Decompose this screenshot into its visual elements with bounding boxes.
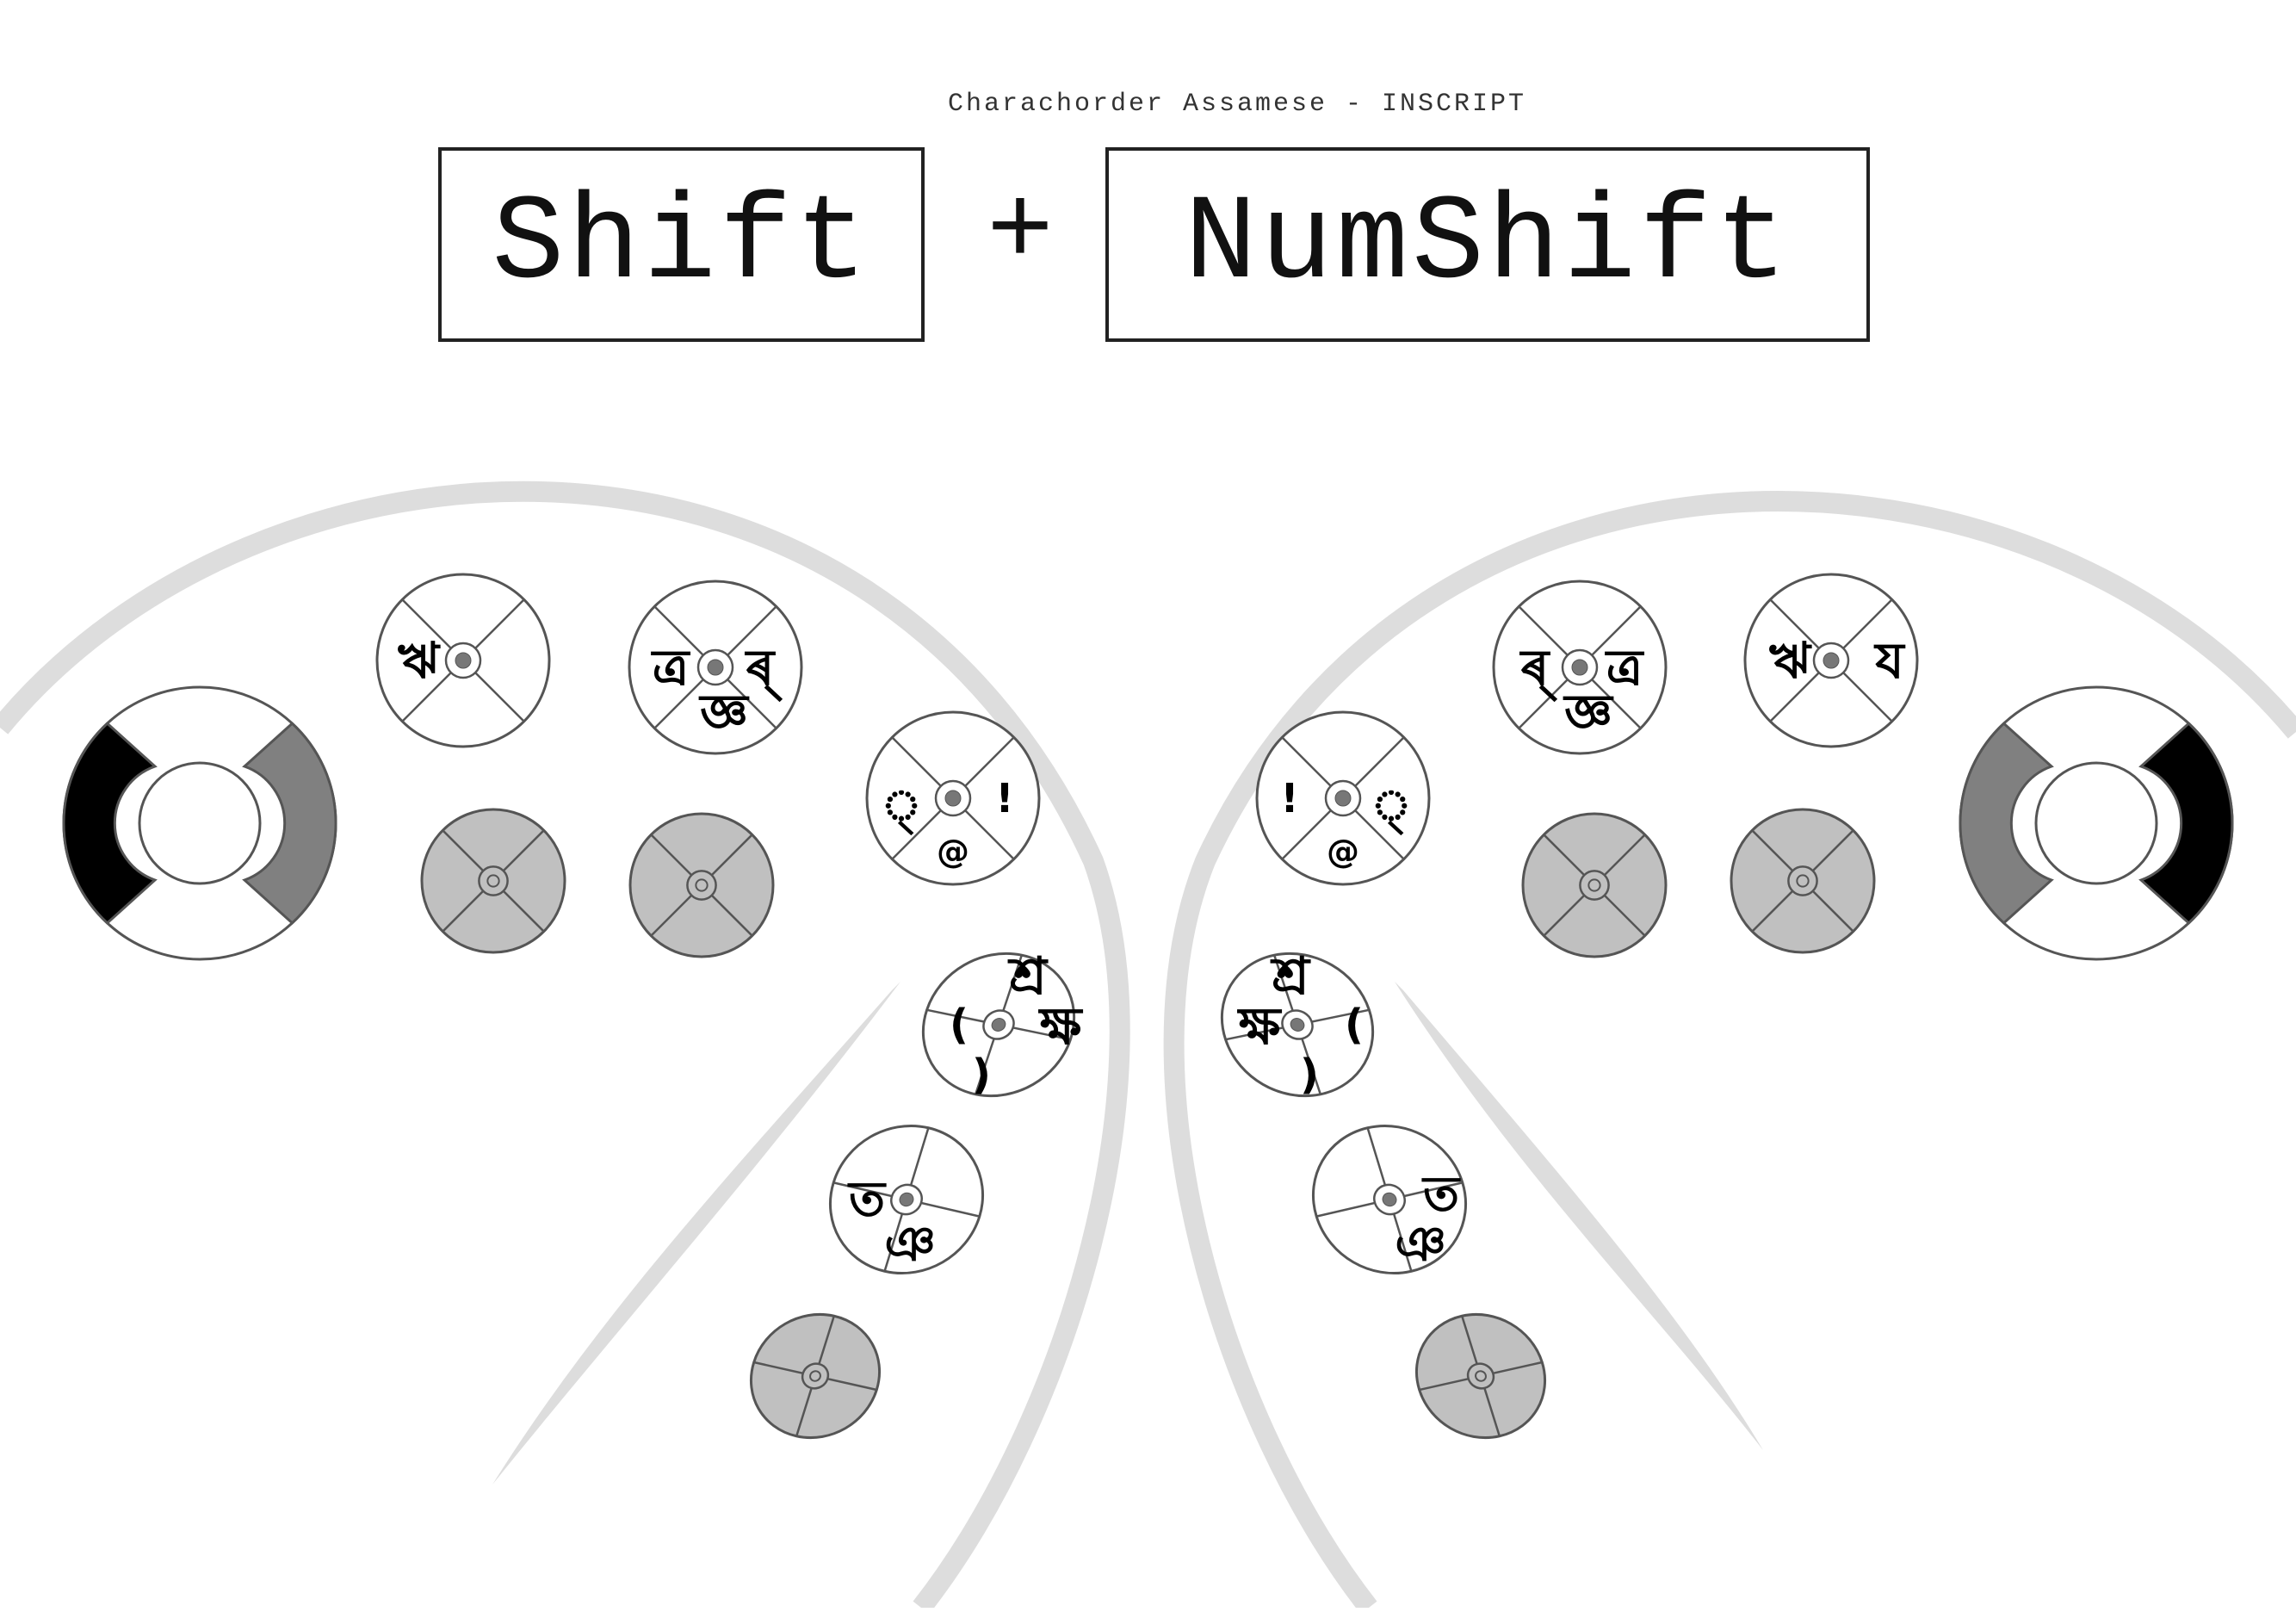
key-label: ( xyxy=(1345,1001,1364,1049)
key-label: য xyxy=(1873,631,1906,690)
key-body xyxy=(628,812,775,958)
right-thumb-mid-segment xyxy=(1959,722,2054,925)
key-left-pinky-3[interactable] xyxy=(728,1291,902,1460)
left-thumb-mid-segment xyxy=(242,722,337,925)
key-right-middle-top[interactable]: ৰ্ত্রজ্ঞ xyxy=(1492,580,1668,755)
key-center-dot xyxy=(707,659,724,676)
left-wedge xyxy=(492,982,900,1485)
key-label: @ xyxy=(937,833,969,871)
right-thumb-wheel[interactable] xyxy=(1959,685,2234,961)
key-body xyxy=(1730,808,1876,954)
key-label: ত্র xyxy=(651,638,691,697)
key-center-dot xyxy=(1823,652,1840,669)
guide-wedges xyxy=(492,982,1763,1485)
key-left-ring[interactable]: ্! @ xyxy=(865,710,1041,886)
key-center-dot xyxy=(991,1018,1006,1032)
key-body xyxy=(828,1124,985,1275)
key-body xyxy=(420,808,566,954)
key-body xyxy=(628,580,803,755)
key-right-pinky-1[interactable]: শ্রক্ষ () xyxy=(1196,927,1399,1124)
key-label: ঞ xyxy=(1395,1217,1445,1273)
key-label: ) xyxy=(972,1051,991,1099)
key-right-index-bottom[interactable] xyxy=(1730,808,1876,954)
key-label: ( xyxy=(950,1001,969,1049)
key-label: ঋ xyxy=(1769,631,1812,690)
key-label: ঞ xyxy=(884,1217,935,1273)
key-body xyxy=(1492,580,1668,755)
right-wedge xyxy=(1395,982,1763,1450)
key-center-dot xyxy=(1796,874,1810,888)
key-body xyxy=(1521,812,1668,958)
key-body xyxy=(921,952,1076,1098)
key-left-index-top[interactable]: ঋ xyxy=(375,573,551,748)
key-label: জ্ঞ xyxy=(1563,683,1614,741)
key-center-dot xyxy=(1290,1018,1305,1032)
key-body xyxy=(1255,710,1431,886)
guide-arcs xyxy=(0,480,2296,1612)
key-left-index-bottom[interactable] xyxy=(420,808,566,954)
key-center-dot xyxy=(486,874,500,888)
key-label: ্ xyxy=(882,780,922,836)
right-thumb-dark-segment xyxy=(2138,722,2234,925)
key-center-dot xyxy=(1475,1370,1487,1382)
key-label: শ্র xyxy=(1270,946,1311,1007)
key-center-dot xyxy=(1587,878,1601,892)
key-label: ত xyxy=(1421,1167,1461,1223)
left-thumb-dark-segment xyxy=(62,722,158,925)
key-label: @ xyxy=(1327,833,1359,871)
key-left-middle-bottom[interactable] xyxy=(628,812,775,958)
key-body xyxy=(375,573,551,748)
key-center-dot xyxy=(1571,659,1588,676)
shift-label: Shift xyxy=(492,176,871,313)
key-label: ্ xyxy=(1371,780,1412,836)
right-outer-arc xyxy=(1163,491,2296,1612)
key-left-pinky-2[interactable]: তঞ xyxy=(803,1098,1010,1300)
key-right-ring[interactable]: !্ @ xyxy=(1255,710,1431,886)
key-center-dot xyxy=(944,790,962,807)
key-right-pinky-2[interactable]: তঞ xyxy=(1286,1098,1493,1300)
key-left-pinky-1[interactable]: শ্রক্ষ () xyxy=(897,927,1100,1124)
shift-modifier-box: Shift xyxy=(438,147,925,342)
key-label: ক্ষ xyxy=(1038,996,1084,1057)
key-center-dot xyxy=(455,652,472,669)
key-body xyxy=(1220,952,1375,1098)
key-right-middle-bottom[interactable] xyxy=(1521,812,1668,958)
key-center-dot xyxy=(1382,1192,1397,1207)
key-label: ঋ xyxy=(398,631,441,690)
key-label: ত xyxy=(847,1172,887,1228)
left-outer-arc xyxy=(0,480,1130,1612)
key-label: ত্র xyxy=(1605,638,1645,697)
key-label: শ্র xyxy=(1007,946,1049,1007)
key-body xyxy=(865,710,1041,886)
page-subtitle: Charachorder Assamese - INSCRIPT xyxy=(947,90,1527,119)
key-label: ! xyxy=(1281,775,1299,822)
key-body xyxy=(1414,1312,1547,1440)
numshift-label: NumShift xyxy=(1184,176,1792,313)
key-label: জ্ঞ xyxy=(698,683,750,741)
key-center-dot xyxy=(1334,790,1352,807)
key-right-pinky-3[interactable] xyxy=(1394,1291,1568,1460)
key-body xyxy=(1743,573,1919,748)
key-center-dot xyxy=(809,1370,821,1382)
left-thumb-wheel[interactable] xyxy=(62,685,337,961)
key-label: ) xyxy=(1300,1051,1319,1099)
numshift-modifier-box: NumShift xyxy=(1105,147,1870,342)
key-center-dot xyxy=(899,1192,914,1207)
key-center-dot xyxy=(695,878,709,892)
key-label: ! xyxy=(996,775,1014,822)
plus-sign: + xyxy=(986,170,1054,297)
key-body xyxy=(1311,1124,1468,1275)
key-body xyxy=(749,1312,882,1440)
key-label: ক্ষ xyxy=(1237,996,1283,1057)
